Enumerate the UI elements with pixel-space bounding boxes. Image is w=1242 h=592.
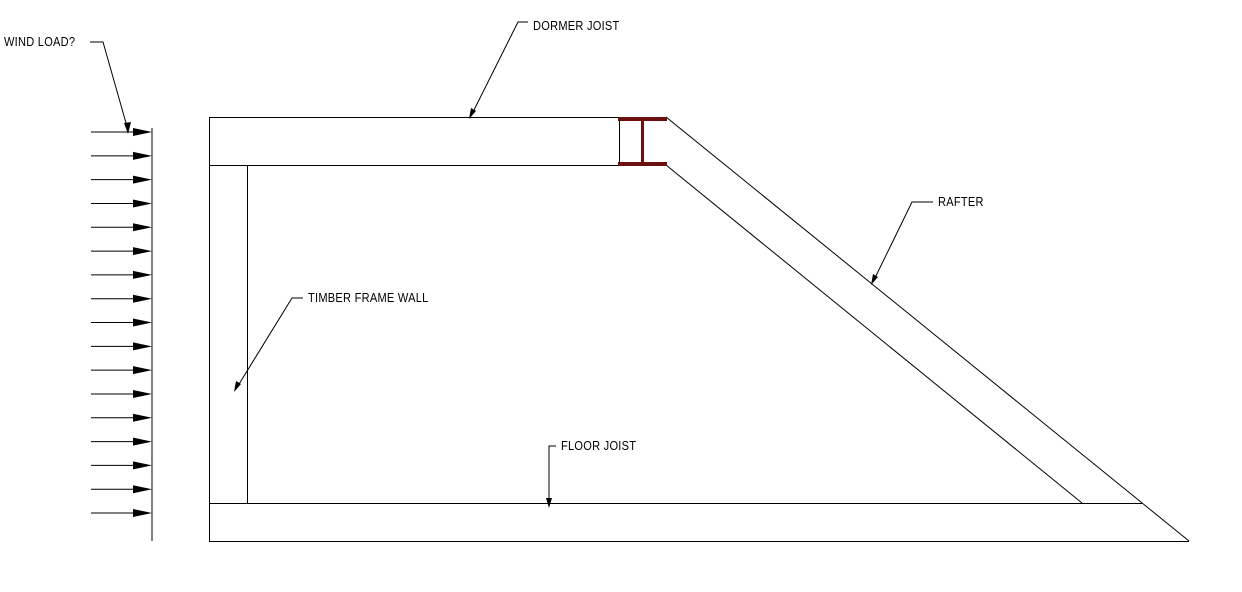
wind-arrow bbox=[91, 294, 152, 303]
wind-load-label: WIND LOAD? bbox=[4, 34, 76, 49]
dormer-joist-leader bbox=[470, 21, 528, 117]
wind-arrow bbox=[91, 413, 152, 422]
wind-arrow bbox=[91, 199, 152, 208]
wind-arrow bbox=[91, 509, 152, 517]
wind-arrow bbox=[91, 128, 152, 136]
wind-load-arrows bbox=[91, 128, 152, 517]
wind-arrow bbox=[91, 485, 152, 494]
rafter-leader bbox=[872, 201, 933, 283]
rafter-label: RAFTER bbox=[938, 194, 984, 209]
wind-load-leader bbox=[90, 41, 129, 131]
wind-arrow bbox=[91, 389, 152, 398]
leader-arrowheads bbox=[124, 108, 878, 508]
wind-arrow bbox=[91, 461, 152, 470]
floor-joist-leader bbox=[548, 445, 556, 506]
wind-arrow bbox=[91, 437, 152, 446]
wind-arrow bbox=[91, 366, 152, 375]
wind-arrow bbox=[91, 247, 152, 256]
dormer-joist bbox=[209, 117, 620, 166]
floor-joist-label: FLOOR JOIST bbox=[561, 438, 637, 453]
steel-i-beam bbox=[618, 117, 667, 166]
wind-arrow bbox=[91, 318, 152, 327]
timber-frame-wall-leader bbox=[235, 297, 303, 390]
timber-frame-wall-label: TIMBER FRAME WALL bbox=[308, 290, 429, 305]
rafter-outer bbox=[665, 116, 1190, 542]
leader-lines bbox=[90, 21, 933, 506]
wind-arrow bbox=[91, 175, 152, 184]
rafter-inner bbox=[665, 164, 1083, 504]
wind-arrow bbox=[91, 270, 152, 279]
wind-arrow bbox=[91, 342, 152, 351]
dormer-joist-label: DORMER JOIST bbox=[533, 18, 620, 33]
wind-arrow bbox=[91, 223, 152, 232]
wind-arrow bbox=[91, 151, 152, 160]
